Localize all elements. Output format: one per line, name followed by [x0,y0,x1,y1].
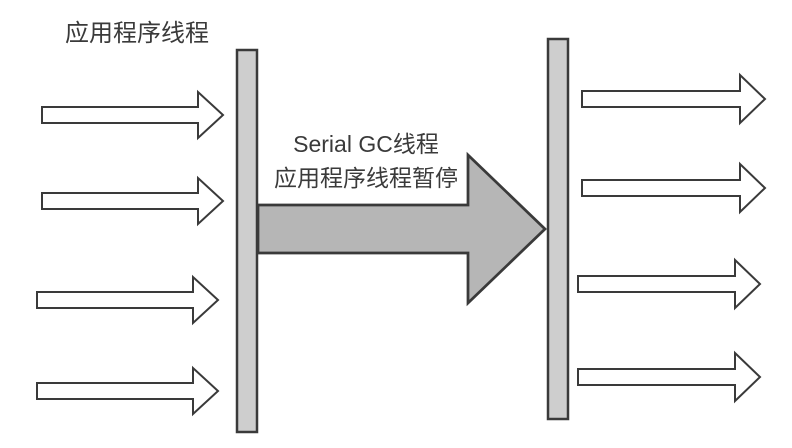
app-thread-arrow-right-2 [581,161,767,215]
stw-pause-bar-right [546,37,570,421]
app-thread-arrow-left-3 [36,274,220,326]
serial-gc-arrow [256,151,547,307]
app-thread-arrow-left-1 [41,89,225,141]
app-thread-arrow-left-4 [36,365,220,417]
app-thread-arrow-right-4 [577,350,762,404]
serial-gc-thread-label: Serial GC线程 [293,131,439,157]
app-threads-title: 应用程序线程 [65,20,209,47]
app-thread-arrow-left-2 [41,175,225,227]
app-threads-paused-label: 应用程序线程暂停 [274,165,458,191]
app-thread-arrow-right-3 [577,257,762,311]
stw-pause-bar-left [235,48,259,434]
app-thread-arrow-right-1 [581,72,767,126]
